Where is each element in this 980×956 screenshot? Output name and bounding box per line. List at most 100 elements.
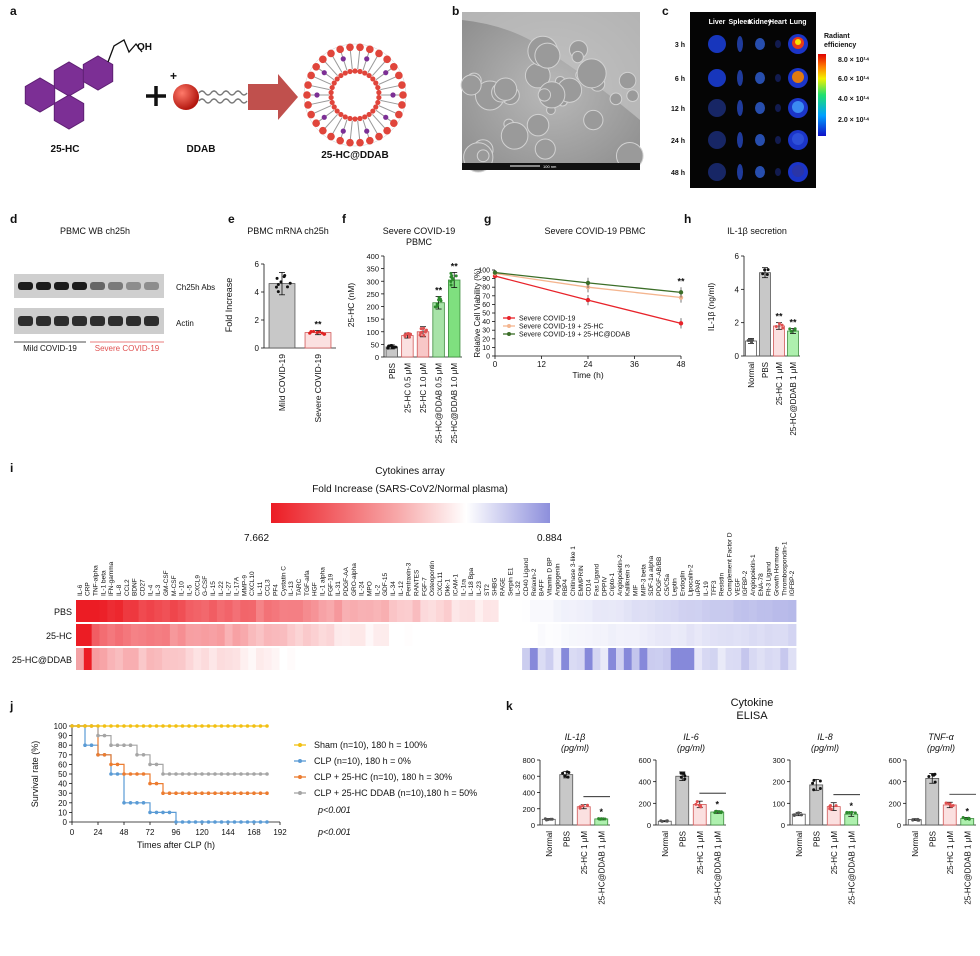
heatmap-cell [177, 600, 186, 622]
heatmap-cell [443, 624, 453, 646]
heatmap-cell [490, 600, 500, 622]
chart-title: Severe COVID-19 PBMC [544, 226, 646, 236]
heatmap-cell [318, 600, 327, 622]
data-point [392, 345, 396, 349]
y-tick-label: 200 [638, 799, 651, 808]
inner-headgroup [373, 104, 379, 110]
y-tick-label: 4 [255, 288, 260, 297]
x-tick-label: 144 [221, 828, 235, 837]
legend-marker [298, 759, 302, 763]
panel-letter: h [684, 212, 691, 226]
survival-point [102, 724, 107, 728]
survival-point [128, 724, 133, 728]
heatmap-cell [514, 600, 523, 622]
panel-letter: f [342, 212, 347, 226]
survival-point [200, 820, 204, 824]
y-tick-label: 90 [58, 732, 67, 741]
heatmap-cell [561, 600, 570, 622]
data-point [418, 333, 422, 337]
heatmap-gene-label: CD40 Ligand [523, 558, 530, 596]
y-tick-label: 0 [63, 818, 68, 827]
heatmap-cell [130, 624, 140, 646]
y-tick-label: 400 [638, 778, 651, 787]
heatmap-cell [216, 648, 226, 670]
heatmap-cell [702, 600, 711, 622]
band-ch25h [108, 282, 123, 290]
heatmap-cell [193, 624, 202, 646]
heatmap-gene-label: TNF-alpha [93, 565, 100, 596]
heatmap-gene-label: IL-13 [288, 581, 295, 596]
legend-marker [298, 775, 302, 779]
heatmap-gene-label: IL-6 [77, 584, 84, 596]
heatmap-cell [467, 624, 476, 646]
y-tick-label: 60 [58, 760, 67, 769]
x-category-label: 25-HC@DDAB 1.0 μM [450, 363, 459, 444]
heatmap-cell [514, 648, 523, 670]
outer-headgroup [375, 49, 383, 58]
data-point [454, 274, 458, 278]
y-tick-label: 70 [482, 293, 490, 300]
elisa-subtitle: (pg/ml) [927, 743, 955, 753]
scale-bar-strip [462, 163, 640, 170]
spleen-signal [737, 164, 743, 180]
heatmap-gene-label: TGF-alfa [304, 570, 311, 596]
y-tick-label: 200 [522, 805, 535, 814]
heatmap-cell [561, 624, 570, 646]
heatmap-cell [99, 648, 108, 670]
heatmap-cell [655, 624, 664, 646]
survival-point [154, 810, 159, 815]
heatmap-cell [788, 600, 797, 622]
lipid-tail [312, 75, 332, 85]
heatmap-cell [216, 600, 226, 622]
survival-point [135, 772, 139, 776]
heatmap-cell [107, 624, 116, 646]
heatmap-cell [670, 600, 680, 622]
band-ch25h [36, 282, 51, 290]
heatmap-cell [522, 600, 531, 622]
heatmap-gene-label: Cystatin C [280, 566, 287, 596]
heatmap-cell [592, 600, 601, 622]
heatmap-gene-label: IL-2 [374, 584, 381, 596]
data-point [407, 332, 411, 336]
heatmap-cell [475, 648, 484, 670]
kidney-signal [755, 102, 765, 114]
heatmap-cell [373, 648, 382, 670]
y-tick-label: 70 [58, 751, 67, 760]
heatmap-cell [342, 624, 351, 646]
heatmap-cell [302, 624, 312, 646]
y-tick-label: 300 [366, 277, 379, 286]
y-axis-label: Fold Increase [224, 278, 234, 333]
heatmap-cell [467, 648, 476, 670]
survival-point [187, 791, 191, 795]
outer-headgroup [312, 62, 320, 71]
heatmap-cell [733, 648, 742, 670]
heatmap-cell [717, 600, 726, 622]
heatmap-gene-label: CXCL9 [194, 575, 201, 596]
lung-hotspot [792, 133, 804, 145]
heatmap-cell [662, 624, 672, 646]
organ-label: Heart [769, 19, 788, 26]
heatmap-cell [506, 600, 515, 622]
y-tick-label: 30 [482, 328, 490, 335]
survival-point [89, 724, 94, 728]
heatmap-cell [639, 600, 648, 622]
heatmap-cell [443, 600, 453, 622]
survival-point [128, 743, 133, 747]
heatmap-cell [623, 624, 633, 646]
heatmap-cell [670, 648, 680, 670]
heatmap-gene-label: MMP-9 [241, 575, 248, 596]
band-actin [108, 316, 123, 326]
y-tick-label: 6 [735, 252, 740, 261]
lipid-tail [312, 105, 332, 115]
outer-headgroup [327, 49, 335, 58]
elisa-subtitle: IL-1β [565, 732, 586, 742]
inner-headgroup [357, 68, 363, 75]
p-value: p<0.001 [317, 805, 351, 815]
inner-headgroup [352, 116, 358, 122]
heatmap-cell [263, 624, 273, 646]
y-tick-label: 400 [366, 252, 379, 261]
outer-headgroup [398, 81, 406, 89]
colorbar-tick: 2.0 × 10¹⁴ [838, 117, 870, 124]
